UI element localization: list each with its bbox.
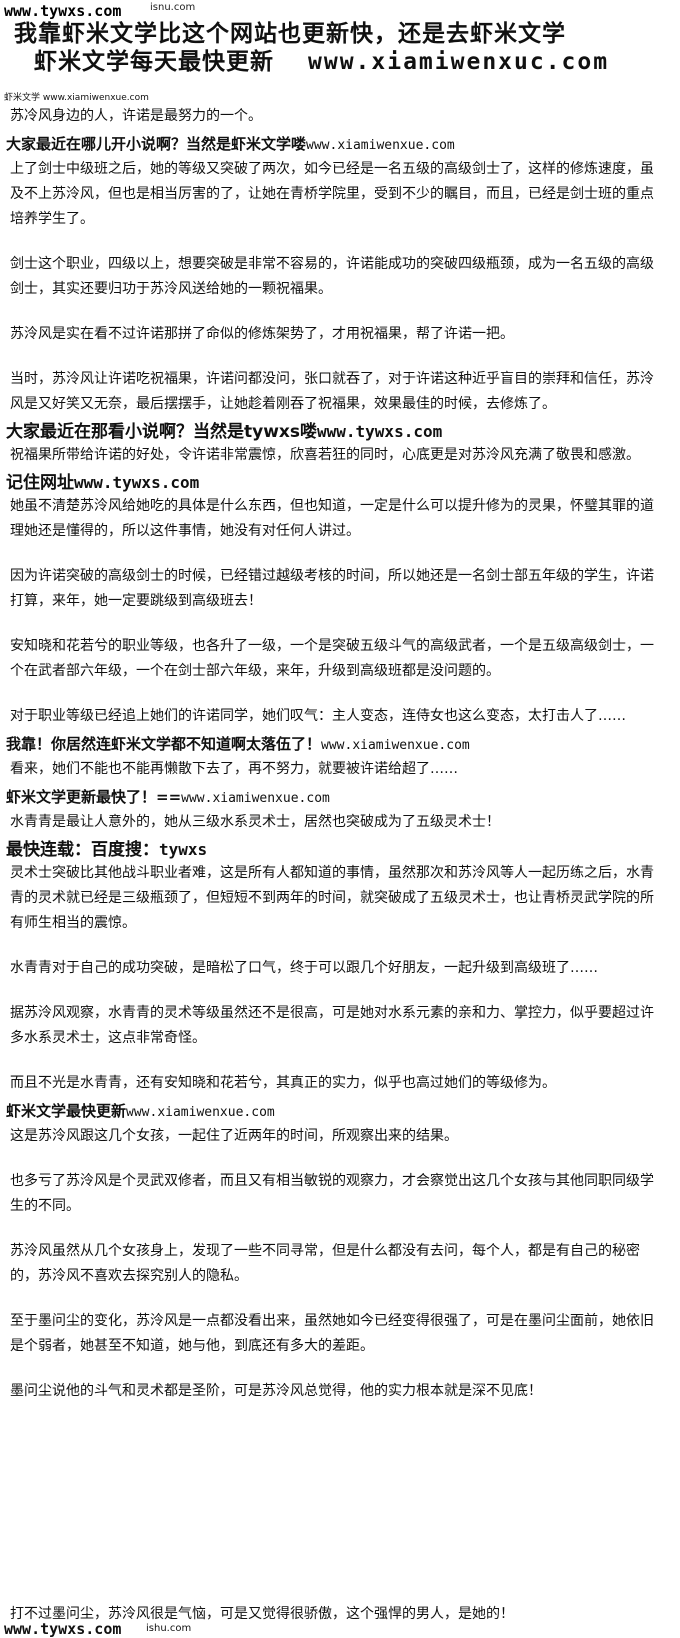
paragraph: 也多亏了苏泠风是个灵武双修者，而且又有相当敏锐的观察力，才会察觉出这几个女孩与其… <box>10 1173 654 1214</box>
footer-url: www.tywxs.com <box>4 1620 122 1638</box>
paragraph: 她虽不清楚苏泠风给她吃的具体是什么东西，但也知道，一定是什么可以提升修为的灵果，… <box>10 498 654 539</box>
banner-url-fragment: isnu.com <box>150 2 196 13</box>
banner-site-url: www.xiamiwenxuc.com <box>308 49 610 75</box>
paragraph: 水青青对于自己的成功突破，是暗松了口气，终于可以跟几个好朋友，一起升级到高级班了… <box>10 960 598 976</box>
paragraph: 因为许诺突破的高级剑士的时候，已经错过越级考核的时间，所以她还是一名剑士部五年级… <box>10 568 654 609</box>
promo-text: 虾米文学最快更新 <box>6 1102 127 1120</box>
paragraph: 剑士这个职业，四级以上，想要突破是非常不容易的，许诺能成功的突破四级瓶颈，成为一… <box>10 256 654 297</box>
paragraph: 墨问尘说他的斗气和灵术都是圣阶，可是苏泠风总觉得，他的实力根本就是深不见底！ <box>10 1383 542 1399</box>
promo-line: 记住网址www.tywxs.com <box>6 472 672 494</box>
site-tag: 虾米文学 www.xiamiwenxue.com <box>4 93 149 103</box>
promo-text: 我靠！你居然连虾米文学都不知道啊太落伍了！ <box>6 735 322 753</box>
paragraph: 对于职业等级已经追上她们的许诺同学，她们叹气：主人变态，连侍女也这么变态，太打击… <box>10 708 626 724</box>
banner-slogan: 虾米文学每天最快更新 <box>34 48 274 75</box>
paragraph: 苏冷风身边的人，许诺是最努力的一个。 <box>10 108 262 124</box>
paragraph: 水青青是最让人意外的，她从三级水系灵术士，居然也突破成为了五级灵术士！ <box>10 814 500 830</box>
promo-url: www.tywxs.com <box>74 473 200 492</box>
paragraph: 至于墨问尘的变化，苏泠风是一点都没看出来，虽然她如今已经变得很强了，可是在墨问尘… <box>10 1313 654 1354</box>
chapter-body: 苏冷风身边的人，许诺是最努力的一个。大家最近在哪儿开小说啊？当然是虾米文学喽ww… <box>0 104 672 1424</box>
promo-line: 大家最近在哪儿开小说啊？当然是虾米文学喽www.xiamiwenxue.com <box>6 133 672 157</box>
banner-headline: 我靠虾米文学比这个网站也更新快，还是去虾米文学 <box>14 20 566 47</box>
promo-line: 大家最近在那看小说啊？当然是tywxs喽www.tywxs.com <box>6 421 672 443</box>
promo-text: 大家最近在那看小说啊？当然是tywxs喽 <box>6 422 317 442</box>
promo-text: 记住网址 <box>6 473 74 493</box>
paragraph: 安知晓和花若兮的职业等级，也各升了一级，一个是突破五级斗气的高级武者，一个是五级… <box>10 638 654 679</box>
paragraph: 据苏泠风观察，水青青的灵术等级虽然还不是很高，可是她对水系元素的亲和力、掌控力，… <box>10 1005 654 1046</box>
paragraph: 苏泠风虽然从几个女孩身上，发现了一些不同寻常，但是什么都没有去问，每个人，都是有… <box>10 1243 640 1284</box>
promo-line: 我靠！你居然连虾米文学都不知道啊太落伍了！www.xiamiwenxue.com <box>6 733 672 757</box>
promo-url: www.xiamiwenxue.com <box>306 138 455 153</box>
promo-text: 大家最近在哪儿开小说啊？当然是虾米文学喽 <box>6 135 307 153</box>
promo-url: www.xiamiwenxue.com <box>126 1105 275 1120</box>
footer-url-fragment: ishu.com <box>146 1623 192 1634</box>
promo-line: 虾米文学更新最快了！==www.xiamiwenxue.com <box>6 786 672 810</box>
promo-text: 最快连载：百度搜： <box>6 840 159 860</box>
paragraph: 当时，苏泠风让许诺吃祝福果，许诺问都没问，张口就吞了，对于许诺这种近乎盲目的崇拜… <box>10 371 654 412</box>
promo-url: www.xiamiwenxue.com <box>321 738 470 753</box>
promo-url: tywxs <box>159 840 208 859</box>
paragraph: 灵术士突破比其他战斗职业者难，这是所有人都知道的事情，虽然那次和苏泠风等人一起历… <box>10 865 654 931</box>
paragraph: 这是苏泠风跟这几个女孩，一起住了近两年的时间，所观察出来的结果。 <box>10 1128 458 1144</box>
banner-url: www.tywxs.com <box>4 2 122 20</box>
last-paragraph: 打不过墨问尘，苏泠风很是气恼，可是又觉得很骄傲，这个强悍的男人，是她的！ <box>10 1606 514 1622</box>
promo-line: 最快连载：百度搜：tywxs <box>6 839 672 861</box>
promo-url: www.xiamiwenxue.com <box>181 791 330 806</box>
paragraph: 祝福果所带给许诺的好处，令许诺非常震惊，欣喜若狂的同时，心底更是对苏泠风充满了敬… <box>10 447 640 463</box>
paragraph: 而且不光是水青青，还有安知晓和花若兮，其真正的实力，似乎也高过她们的等级修为。 <box>10 1075 556 1091</box>
paragraph: 上了剑士中级班之后，她的等级又突破了两次，如今已经是一名五级的高级剑士了，这样的… <box>10 161 654 227</box>
promo-line: 虾米文学最快更新www.xiamiwenxue.com <box>6 1100 672 1124</box>
paragraph: 苏泠风是实在看不过许诺那拼了命似的修炼架势了，才用祝福果，帮了许诺一把。 <box>10 326 514 342</box>
banner-subheadline: 虾米文学每天最快更新 www.xiamiwenxuc.com <box>34 42 609 76</box>
paragraph: 看来，她们不能也不能再懒散下去了，再不努力，就要被许诺给超了…… <box>10 761 458 777</box>
promo-text: 虾米文学更新最快了！== <box>6 788 182 806</box>
promo-url: www.tywxs.com <box>317 422 443 441</box>
